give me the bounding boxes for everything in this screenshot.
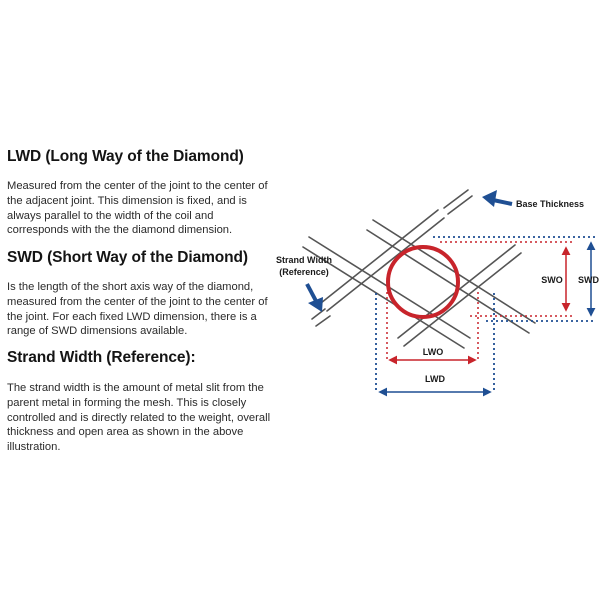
- swd-heading: SWD (Short Way of the Diamond): [7, 249, 248, 266]
- base-thickness-label: Base Thickness: [516, 199, 584, 209]
- swd-guides: [433, 236, 596, 322]
- swo-guides: [440, 241, 572, 317]
- base-thickness-pointer-head: [482, 190, 497, 207]
- strand-width-label: Strand Width: [276, 255, 332, 265]
- strand-width-reference-label: (Reference): [279, 267, 329, 277]
- mesh-strands: [302, 189, 536, 349]
- lwo-label: LWO: [423, 347, 444, 357]
- opening-circle: [386, 245, 460, 319]
- strand-width-pointer: [305, 283, 318, 302]
- swo-label: SWO: [541, 275, 563, 285]
- strand-width-pointer-head: [308, 297, 323, 312]
- swd-description: Is the length of the short axis way of t…: [7, 281, 268, 338]
- strand-line-c: [320, 209, 445, 312]
- swd-label: SWD: [578, 275, 599, 285]
- lwo-guides: [386, 292, 479, 360]
- base-thickness-pointer: [492, 198, 513, 206]
- lwd-heading: LWD (Long Way of the Diamond): [7, 148, 244, 165]
- lwd-description: Measured from the center of the joint to…: [7, 180, 268, 237]
- strand-width-edge: [311, 308, 331, 327]
- lwd-label: LWD: [425, 374, 445, 384]
- strand-width-heading: Strand Width (Reference):: [7, 349, 196, 366]
- base-thickness-edge: [443, 189, 473, 215]
- strand-width-description: The strand width is the amount of metal …: [7, 382, 271, 454]
- lwd-guides: [375, 293, 495, 392]
